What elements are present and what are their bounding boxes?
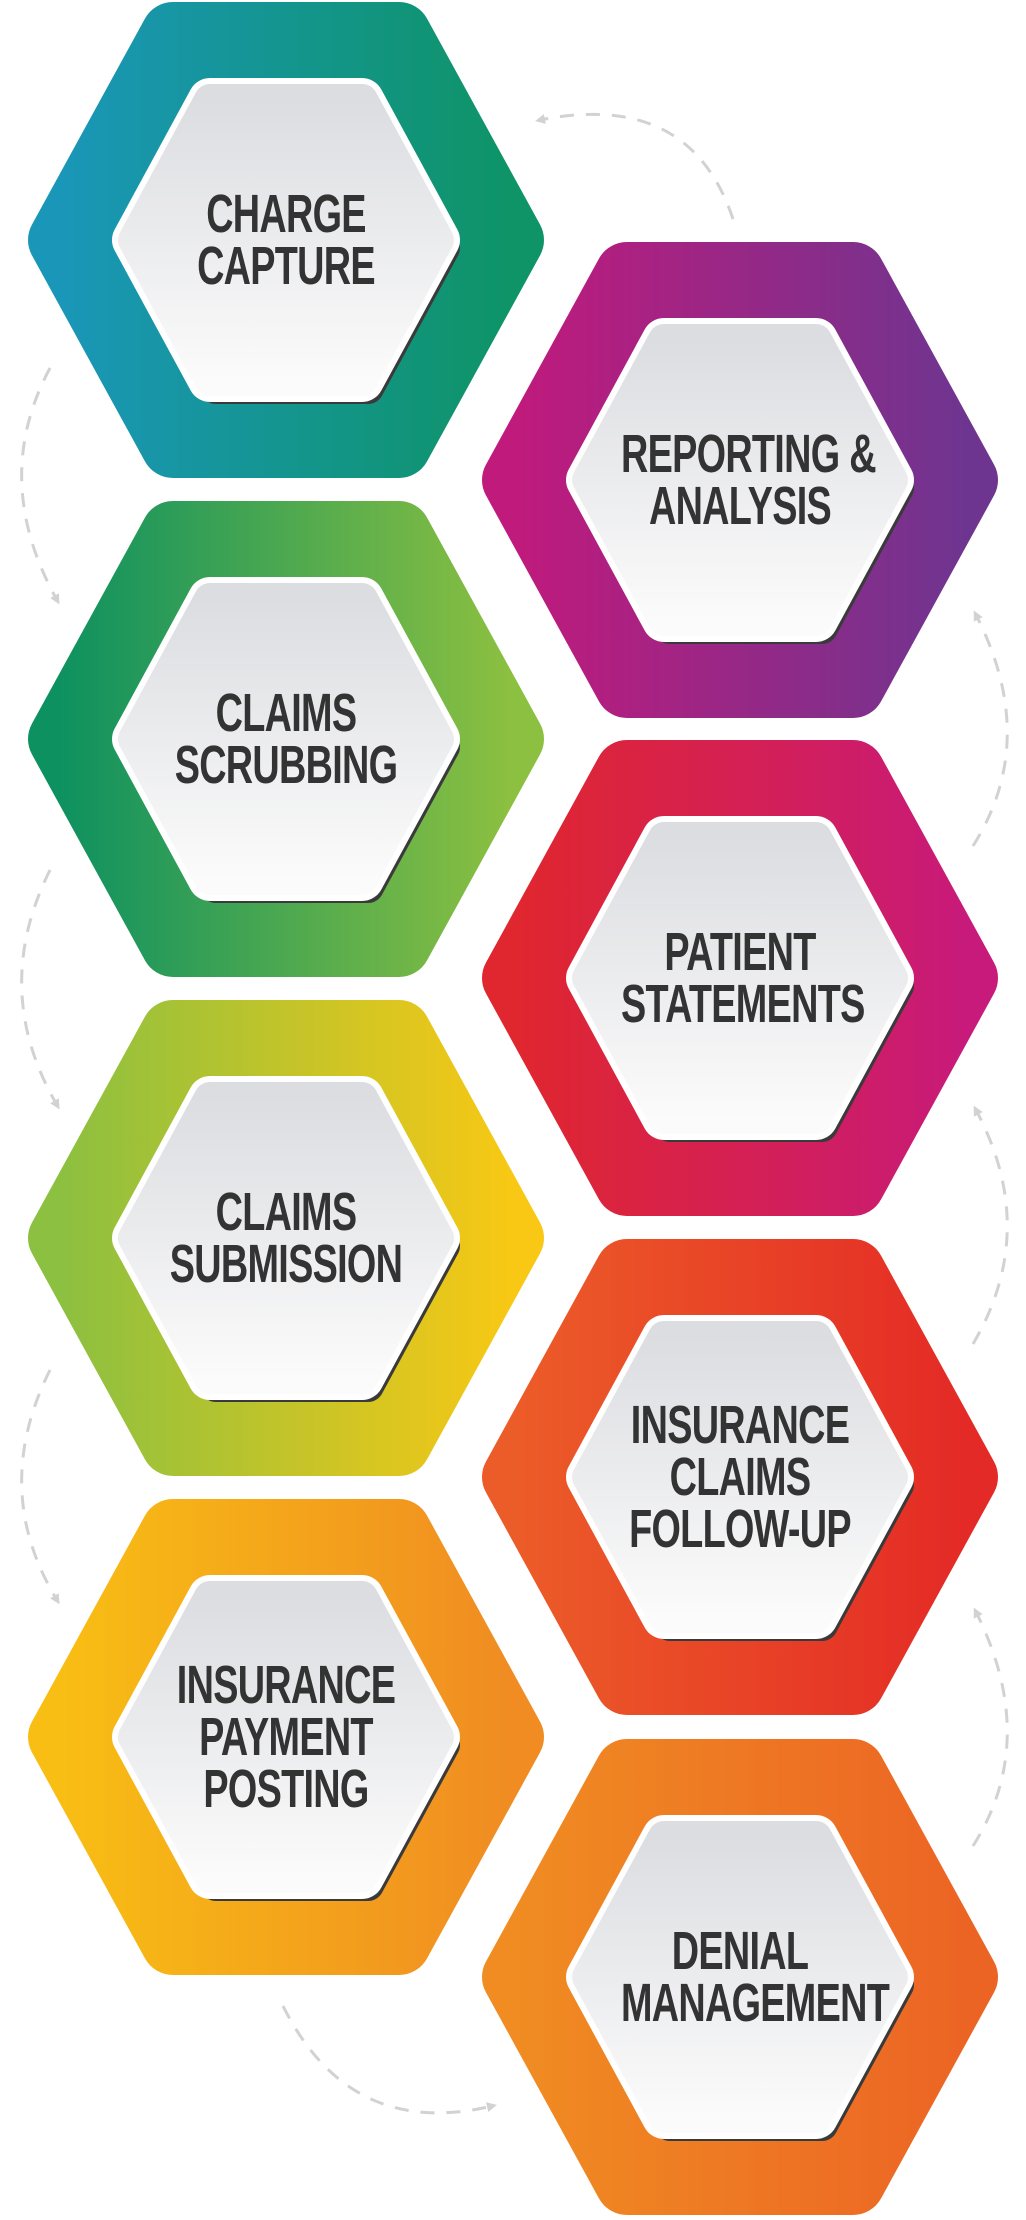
step-label-line: SCRUBBING [174, 735, 398, 795]
step-label-line: CLAIMS [215, 1182, 357, 1242]
step-label-line: REPORTING & [621, 424, 877, 484]
connector-arrow [971, 1607, 1009, 1847]
hexagon-step [28, 1000, 544, 1476]
step-label-line: POSTING [203, 1759, 369, 1819]
connector-arrow [535, 112, 735, 220]
hexagon-step [482, 740, 998, 1216]
inner-hexagon [118, 583, 454, 895]
connector-arrow [20, 367, 60, 605]
step-label-line: ANALYSIS [648, 476, 832, 536]
inner-hexagon [118, 1581, 454, 1893]
step-label-line: CLAIMS [215, 683, 357, 743]
hexagon-step [28, 501, 544, 977]
connector-arrow [20, 869, 60, 1110]
step-label-line: DENIAL [671, 1921, 809, 1981]
step-label-line: INSURANCE [630, 1395, 850, 1455]
inner-hexagon [118, 1082, 454, 1394]
connector-arrow [20, 1369, 60, 1605]
step-label-line: FOLLOW-UP [629, 1499, 852, 1559]
hexagon-step [28, 1499, 544, 1975]
step-label-line: CAPTURE [197, 236, 376, 296]
connector-arrow [971, 1105, 1009, 1345]
inner-hexagon [572, 822, 908, 1134]
step-label: REPORTING &ANALYSIS [570, 424, 910, 536]
connector-arrow [281, 2005, 497, 2115]
step-label-line: STATEMENTS [621, 974, 865, 1034]
inner-hexagon [572, 324, 908, 636]
hexagon-step [482, 1239, 998, 1715]
hexagon-step [28, 2, 544, 478]
step-label-line: MANAGEMENT [621, 1973, 890, 2033]
step-label-line: INSURANCE [176, 1655, 396, 1715]
inner-hexagon [572, 1821, 908, 2133]
hexagon-step [482, 242, 998, 718]
step-label-line: CHARGE [206, 184, 366, 244]
inner-hexagon [118, 84, 454, 396]
step-label-line: PAYMENT [199, 1707, 373, 1767]
connector-arrow [971, 610, 1009, 847]
flow-connectors [20, 112, 1009, 2115]
step-label-line: PATIENT [664, 922, 816, 982]
inner-hexagon [572, 1321, 908, 1633]
hexagon-step [482, 1739, 998, 2215]
step-label-line: CLAIMS [669, 1447, 811, 1507]
step-label-line: SUBMISSION [169, 1234, 403, 1294]
